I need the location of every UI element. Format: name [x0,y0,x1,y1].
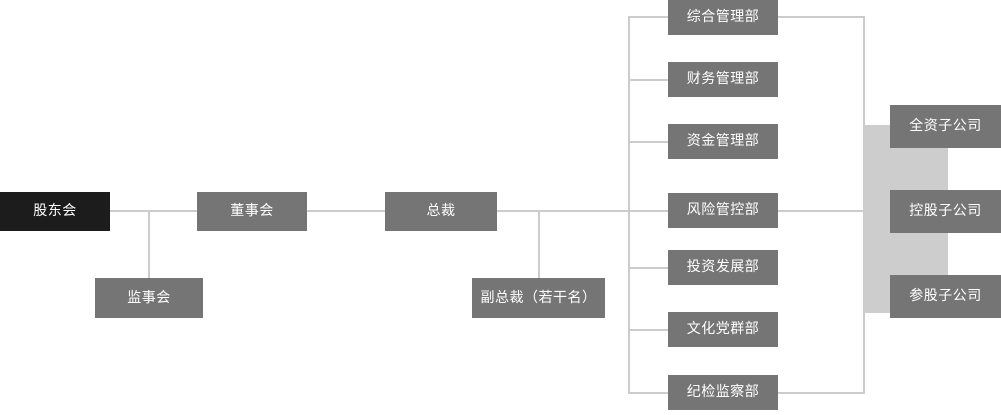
node-board-of-supervisors[interactable]: 监事会 [95,278,203,318]
node-department-0-label: 综合管理部 [686,9,760,26]
node-department-4-label: 投资发展部 [686,259,760,276]
node-department-6[interactable]: 纪检监察部 [668,375,778,410]
node-department-6-label: 纪检监察部 [686,384,760,401]
node-department-3[interactable]: 风险管控部 [668,193,778,228]
node-board-of-directors-label: 董事会 [230,203,274,220]
connector-department-trunk [628,16,630,394]
connector-board-to-president [307,210,385,212]
node-subsidiary-1-label: 控股子公司 [909,203,982,220]
connector-shareholders-to-board [110,210,197,212]
connector-dept-mid-to-subsidiary-trunk [778,210,865,212]
node-subsidiary-0-label: 全资子公司 [909,118,982,135]
node-subsidiary-2-label: 参股子公司 [909,288,982,305]
connector-board-to-supervisors-vertical [148,210,150,278]
connector-dept-stub-2 [628,141,668,143]
node-department-1-label: 财务管理部 [686,71,760,88]
connector-president-to-departments [497,210,669,212]
node-department-2-label: 资金管理部 [686,133,760,150]
node-subsidiary-1[interactable]: 控股子公司 [890,190,1001,233]
node-department-5-label: 文化党群部 [686,321,760,338]
connector-president-to-vice-presidents-vertical [538,210,540,278]
node-department-4[interactable]: 投资发展部 [668,250,778,285]
connector-dept-stub-1 [628,79,668,81]
node-board-of-supervisors-label: 监事会 [127,289,171,306]
node-subsidiary-0[interactable]: 全资子公司 [890,105,1001,148]
connector-dept-stub-4 [628,267,668,269]
node-vice-presidents-label: 副总裁（若干名） [480,289,597,306]
node-department-0[interactable]: 综合管理部 [668,0,778,35]
node-president-label: 总裁 [426,203,456,220]
connector-dept-stub-5 [628,329,668,331]
node-department-5[interactable]: 文化党群部 [668,312,778,347]
node-shareholders-meeting-label: 股东会 [33,203,77,220]
node-department-1[interactable]: 财务管理部 [668,62,778,97]
connector-dept-bottom-to-subsidiary-trunk [778,392,865,394]
connector-dept-top-to-subsidiary-trunk [778,16,865,18]
connector-dept-stub-3 [628,210,668,212]
node-shareholders-meeting[interactable]: 股东会 [0,192,110,231]
node-department-2[interactable]: 资金管理部 [668,124,778,159]
node-president[interactable]: 总裁 [385,192,497,231]
connector-dept-stub-0 [628,16,668,18]
node-vice-presidents[interactable]: 副总裁（若干名） [472,278,605,318]
connector-dept-stub-6 [628,392,668,394]
node-department-3-label: 风险管控部 [686,202,760,219]
node-board-of-directors[interactable]: 董事会 [197,192,307,231]
node-subsidiary-2[interactable]: 参股子公司 [890,275,1001,318]
